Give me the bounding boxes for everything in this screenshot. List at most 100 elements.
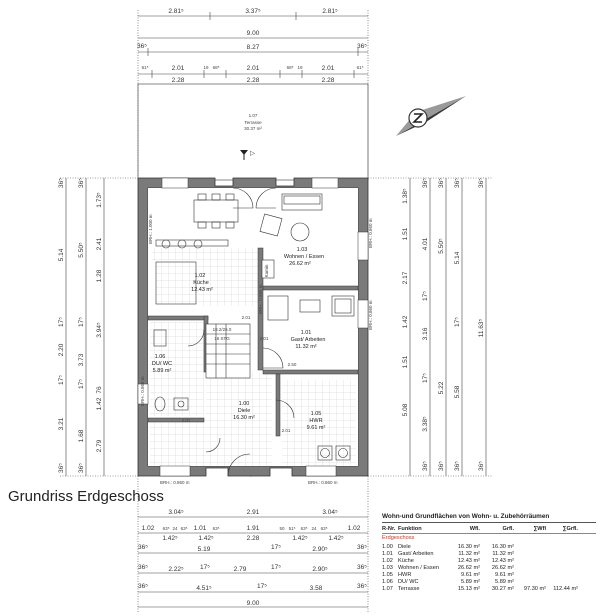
- dim-left-o2: 5.14: [58, 248, 65, 261]
- brh-left-label: BRH.: 0.860 m: [140, 376, 145, 406]
- dim-bot-r4-0: 36⁵: [138, 564, 148, 571]
- north-arrow-icon: [396, 96, 466, 136]
- col-wfl: Wfl.: [469, 526, 480, 532]
- dim-top-r4b: 2.01: [172, 65, 185, 72]
- left-dimension-lines: [60, 177, 138, 477]
- dim-right-a2: 1.51: [402, 227, 409, 240]
- dim-left-o4: 2.20: [58, 343, 65, 356]
- dim-right-d4: 5.58: [454, 385, 461, 398]
- room-hwr-id: 1.05: [311, 411, 322, 417]
- area-table-heading: Wohn-und Grundflächen von Wohn- u. Zubeh…: [382, 513, 596, 523]
- terrace-name: Terrasse: [244, 120, 262, 125]
- drawing-title: Grundriss Erdgeschoss: [8, 488, 164, 505]
- room-kueche-name: Küche: [193, 280, 209, 286]
- dim-bot-r4-4: 17⁵: [271, 564, 281, 571]
- bottom-dimension-texts: 3.04⁵ 2.91 3.04⁵ 1.02 63⁵ 24 63⁵ 1.01 63…: [138, 509, 367, 607]
- dim-bot-r4-1: 2.22⁵: [168, 566, 184, 573]
- dim-right-d5: 36⁵: [454, 461, 461, 471]
- room-labels: 1.03 Wohnen / Essen 26.62 m² 1.02 Küche …: [140, 214, 373, 485]
- windows: [137, 177, 369, 477]
- room-wohnen-name: Wohnen / Essen: [284, 254, 324, 260]
- room-gast-name: Gast/ Arbeiten: [291, 337, 326, 343]
- dim-left-i1: 1.73⁵: [96, 192, 103, 208]
- room-gast-area: 11.32 m²: [295, 344, 316, 350]
- room-wohnen-id: 1.03: [297, 247, 308, 253]
- room-wohnen-area: 26.62 m²: [289, 261, 311, 267]
- dim-bot-r5-0: 36⁵: [138, 583, 148, 590]
- dim-bot-r2-10: 24: [311, 526, 317, 531]
- dim-bot-r3-4: 36⁵: [357, 544, 367, 551]
- dim-left-o7: 36⁵: [58, 463, 65, 473]
- dim-top-r3a: 36⁵: [137, 43, 147, 50]
- brh-top-label: BRH.: 1.000 m: [148, 214, 153, 244]
- dim-bot-r2-9: 63⁵: [301, 526, 308, 531]
- dim-bot-r2-12: 1.02: [348, 525, 361, 532]
- brh-bottom-r-label: BRH.: 0.860 m: [308, 480, 338, 485]
- room-dui-id: 1.06: [155, 354, 166, 360]
- dim-bot-r2b-1: 1.42⁵: [198, 535, 214, 542]
- dim-bot-r4-2: 17⁵: [200, 564, 210, 571]
- dim-left-i3: 1.28: [96, 269, 103, 282]
- dim-top-r3c: 36⁵: [357, 43, 367, 50]
- dim-right-b2: 4.01: [422, 237, 429, 250]
- room-dui-area: 5.89 m²: [153, 368, 172, 374]
- dim-left-o5: 17⁵: [58, 375, 65, 385]
- dim-bot-r5-2: 17⁵: [257, 583, 267, 590]
- dim-right-d2: 5.14: [454, 251, 461, 264]
- dim-bot-r2b-2: 2.28: [247, 535, 260, 542]
- right-dimension-lines: [368, 177, 492, 477]
- dim-bot-r2-3: 63⁵: [181, 526, 188, 531]
- dim-bot-r5-4: 36⁵: [357, 583, 367, 590]
- dim-201c-label: 2.01: [182, 418, 191, 423]
- dim-right-b1: 36⁵: [422, 178, 429, 188]
- dim-left-i2: 2.41: [96, 237, 103, 250]
- section-marker-top-icon: ▷: [240, 150, 256, 160]
- terrace-area: [137, 83, 369, 181]
- dim-bot-r1a: 3.04⁵: [168, 509, 184, 516]
- bottom-dimension-lines: [137, 476, 369, 612]
- col-grfl: Grfl.: [502, 526, 515, 532]
- dim-left-m5: 17⁵: [78, 379, 85, 389]
- dim-201b-label: 2.01: [260, 336, 269, 341]
- room-dui-name: DU/ WC: [152, 361, 172, 367]
- dim-top-r4c: 19: [203, 65, 209, 70]
- right-dimension-texts: 1.38⁵ 1.51 2.17 1.42 1.51 5.08 3.38⁵ 36⁵…: [402, 178, 485, 471]
- dim-right-a3: 2.17: [402, 271, 409, 284]
- col-rnr: R-Nr.: [382, 526, 396, 532]
- dim-right-a5: 1.51: [402, 355, 409, 368]
- dim-bot-r4-3: 2.79: [234, 566, 247, 573]
- dim-right-b3: 17⁵: [422, 291, 429, 301]
- dim-right-b6: 36⁵: [422, 461, 429, 471]
- dim-top-r4d: 68⁵: [213, 65, 220, 70]
- brh-right-label: BRH.: 0.860 m: [368, 218, 373, 248]
- dim-bot-r2b-4: 1.42⁵: [328, 535, 344, 542]
- kamin-label: Kamin: [264, 264, 269, 277]
- dim-top-r4g: 19: [297, 65, 303, 70]
- dim-left-o1: 36⁵: [58, 178, 65, 188]
- dim-bot-r2-1: 63⁵: [163, 526, 170, 531]
- dim-right-b4: 3.16: [422, 327, 429, 340]
- dim-bot-r4-5: 2.90⁵: [312, 566, 328, 573]
- dim-right-d1: 36⁵: [454, 178, 461, 188]
- dim-left-i6: 1.42: [96, 397, 103, 410]
- dim-left-o6: 3.21: [58, 417, 65, 430]
- dim-right-e2: 11.63⁵: [478, 318, 485, 337]
- dim-top-r5a: 2.28: [172, 77, 185, 84]
- dim-top-r5c: 2.28: [322, 77, 335, 84]
- dim-left-m4: 3.73: [78, 353, 85, 366]
- brh-window-label: BRH.: 0.860 m: [258, 284, 263, 314]
- area-table-header-row: R-Nr. Funktion Wfl. Grfl. ∑Wfl ∑Grfl.: [382, 526, 596, 534]
- room-diele-name: Diele: [238, 408, 251, 414]
- dim-top-3: 2.81⁵: [322, 8, 338, 15]
- dim-bot-r2-11: 63⁵: [321, 526, 328, 531]
- room-hwr-name: HWR: [309, 418, 322, 424]
- furniture: [153, 193, 355, 461]
- dim-left-i7: 2.79: [96, 439, 103, 452]
- stair-label-a: 18.2/25.0: [213, 327, 232, 332]
- dim-201a-label: 2.01: [242, 315, 251, 320]
